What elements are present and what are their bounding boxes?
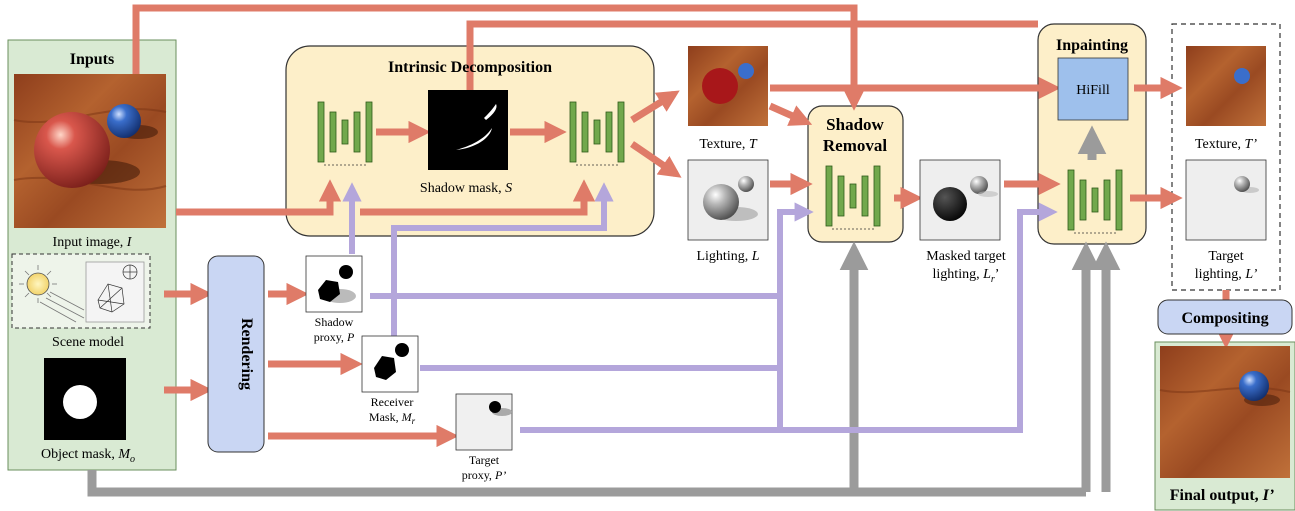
receiver-mask-caption-2: Mask, Mr — [369, 410, 416, 426]
rendering-box — [207, 255, 265, 453]
red-arrows — [132, 4, 1238, 448]
shadow-removal-title-1: Shadow — [826, 115, 884, 134]
target-lighting-caption-2: lighting, L’ — [1195, 267, 1258, 282]
masked-target-lighting-image — [919, 159, 1001, 241]
unet-icon-2 — [569, 101, 625, 166]
sun-icon — [26, 272, 50, 296]
input-image-caption: Input image, I — [53, 235, 133, 250]
shadow-proxy-image — [305, 255, 363, 313]
gray-arrows — [87, 125, 1121, 497]
unet-icon-4 — [1067, 169, 1123, 234]
masked-lighting-caption-1: Masked target — [926, 249, 1006, 264]
shadow-removal-title-2: Removal — [823, 136, 887, 155]
rendering-label: Rendering — [238, 318, 255, 390]
target-texture-caption: Texture, T’ — [1195, 137, 1257, 152]
compositing-box — [1157, 299, 1293, 335]
scene-model-caption: Scene model — [52, 335, 124, 350]
lighting-image — [687, 159, 769, 241]
unet-icon-1 — [317, 101, 373, 166]
shadow-mask-caption: Shadow mask, S — [420, 181, 512, 196]
intrinsic-title: Intrinsic Decomposition — [388, 59, 552, 76]
texture-caption: Texture, T — [699, 137, 758, 152]
final-output-image — [1159, 346, 1291, 478]
inpainting-title: Inpainting — [1056, 37, 1128, 54]
scene-model — [11, 253, 151, 329]
hifill-box — [1057, 57, 1129, 121]
purple-arrows — [342, 182, 1058, 433]
target-lighting-image — [1185, 159, 1267, 241]
target-proxy-caption: Target — [469, 453, 500, 467]
compositing-label: Compositing — [1181, 310, 1268, 327]
shadow-proxy-caption: Shadow — [315, 315, 354, 329]
shadow-mask-image — [428, 90, 508, 170]
target-proxy-image — [455, 393, 513, 451]
inputs-title: Inputs — [70, 51, 114, 68]
receiver-mask-caption: Receiver — [371, 395, 414, 409]
masked-lighting-caption-2: lighting, Lr’ — [933, 267, 1000, 285]
target-lighting-caption-1: Target — [1208, 249, 1243, 264]
receiver-mask-image — [361, 335, 419, 393]
lighting-caption: Lighting, L — [696, 249, 759, 264]
mesh-icon — [97, 264, 138, 313]
object-mask-caption: Object mask, Mo — [41, 447, 135, 465]
target-proxy-caption-2: proxy, P’ — [462, 468, 507, 482]
input-image — [13, 74, 167, 228]
texture-image — [688, 46, 768, 126]
shadow-proxy-caption-2: proxy, P — [314, 330, 355, 344]
target-texture-image — [1186, 46, 1266, 126]
unet-icon-3 — [825, 165, 881, 230]
object-mask-image — [44, 358, 126, 440]
hifill-label: HiFill — [1076, 83, 1110, 98]
final-output-caption: Final output, I’ — [1170, 487, 1274, 504]
